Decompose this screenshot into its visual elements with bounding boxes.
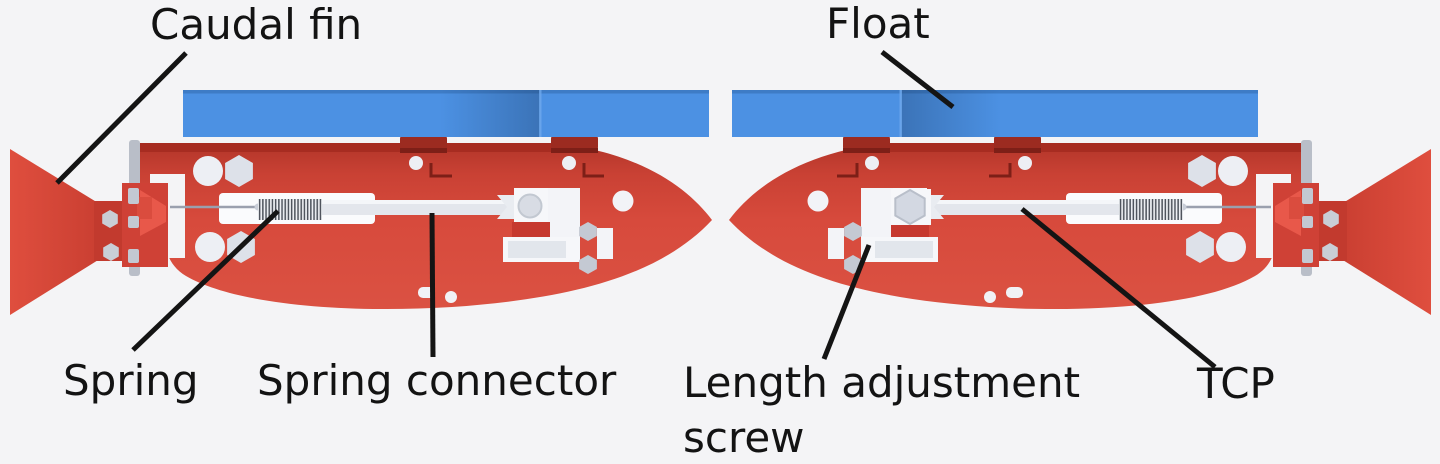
float-mount-tab <box>551 133 604 178</box>
float-mount-tab <box>400 133 452 178</box>
body-top-edge <box>130 143 554 152</box>
fish-robot-left <box>10 133 712 315</box>
float-right <box>732 90 1258 137</box>
fish-body <box>130 143 712 310</box>
label-float: Float <box>826 0 930 48</box>
leader-caudal-fin <box>55 51 188 185</box>
label-spring-connector: Spring connector <box>257 356 617 405</box>
length-adjustment-screw-head-icon <box>894 188 926 226</box>
hinge-gap <box>166 174 185 258</box>
label-spring: Spring <box>63 356 199 405</box>
leader-tcp <box>1020 207 1217 369</box>
body-hole <box>612 190 634 212</box>
leader-float <box>880 50 955 109</box>
label-caudal-fin: Caudal fin <box>150 0 362 49</box>
rod-flare <box>497 195 518 219</box>
leader-length-adjustment-screw <box>821 244 872 360</box>
spring-coil <box>258 199 322 220</box>
leader-spring <box>131 209 280 352</box>
rod-highlight <box>322 200 516 204</box>
body-hole-small <box>445 291 457 303</box>
neck-nut-icon <box>102 210 118 228</box>
crank-assembly <box>503 188 613 274</box>
caudal-fin-shape <box>10 149 103 315</box>
label-length-adjustment-line2: screw <box>683 413 805 462</box>
label-length-adjustment-line1: Length adjustment <box>683 358 1080 407</box>
label-tcp: TCP <box>1196 359 1275 408</box>
tail-hinge <box>122 140 168 276</box>
leader-spring-connector <box>429 212 436 358</box>
leader-lines <box>55 50 1217 369</box>
float-left <box>183 90 709 137</box>
neck-nut-icon <box>103 243 119 261</box>
